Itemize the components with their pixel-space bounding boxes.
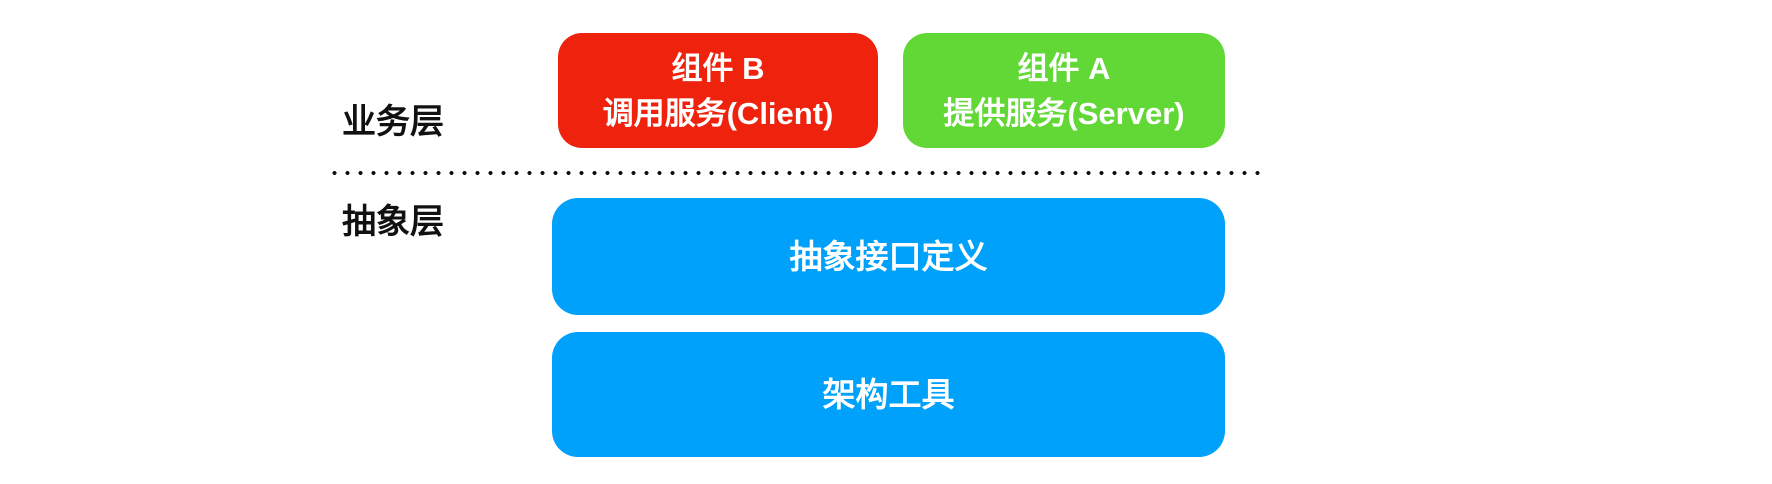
component-b-title: 组件 B (671, 50, 765, 86)
component-b-box: 组件 B 调用服务(Client) (558, 33, 878, 148)
abstract-interface-box: 抽象接口定义 (552, 198, 1225, 315)
component-a-subtitle: 提供服务(Server) (943, 95, 1185, 131)
component-b-subtitle: 调用服务(Client) (602, 95, 834, 131)
layer-divider-dotted-line (328, 169, 1264, 177)
architecture-tools-title: 架构工具 (822, 376, 955, 413)
component-a-box: 组件 A 提供服务(Server) (903, 33, 1225, 148)
abstraction-layer-label: 抽象层 (342, 203, 444, 241)
business-layer-label: 业务层 (342, 103, 444, 141)
architecture-tools-box: 架构工具 (552, 332, 1225, 457)
component-a-title: 组件 A (1017, 50, 1111, 86)
abstract-interface-title: 抽象接口定义 (789, 238, 988, 275)
